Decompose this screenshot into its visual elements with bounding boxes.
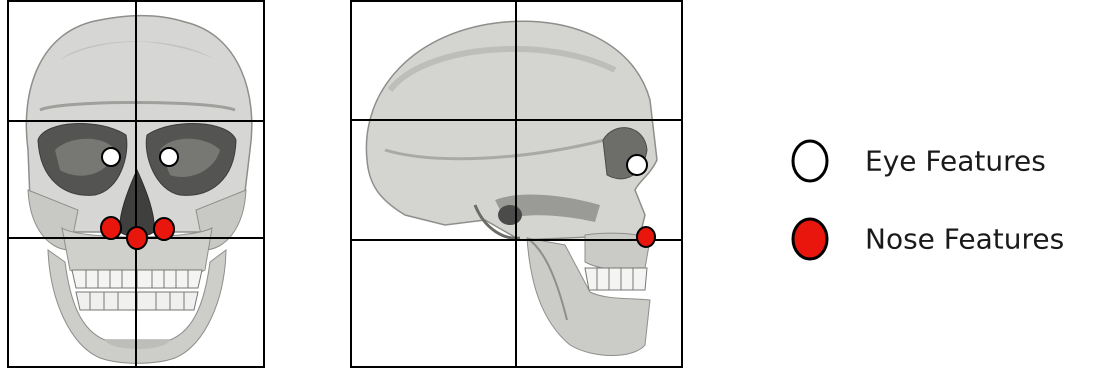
lateral-eye-features xyxy=(627,155,647,175)
lateral-skull-panel xyxy=(345,0,685,372)
nose-feature-marker-right xyxy=(154,218,174,240)
lateral-nose-features xyxy=(637,227,655,247)
legend-eye-label: Eye Features xyxy=(865,145,1046,178)
legend-nose-label: Nose Features xyxy=(865,223,1064,256)
eye-feature-marker-left xyxy=(102,148,120,166)
eye-feature-marker-lateral xyxy=(627,155,647,175)
nose-feature-marker-lateral xyxy=(637,227,655,247)
red-circle-icon xyxy=(785,214,835,264)
eye-feature-marker-right xyxy=(160,148,178,166)
white-circle-icon xyxy=(785,136,835,186)
frontal-skull-panel xyxy=(0,0,270,372)
nose-feature-marker-center xyxy=(127,227,147,249)
legend-nose-row: Nose Features xyxy=(785,214,1095,264)
nose-feature-marker-left xyxy=(101,217,121,239)
legend-eye-row: Eye Features xyxy=(785,136,1095,186)
